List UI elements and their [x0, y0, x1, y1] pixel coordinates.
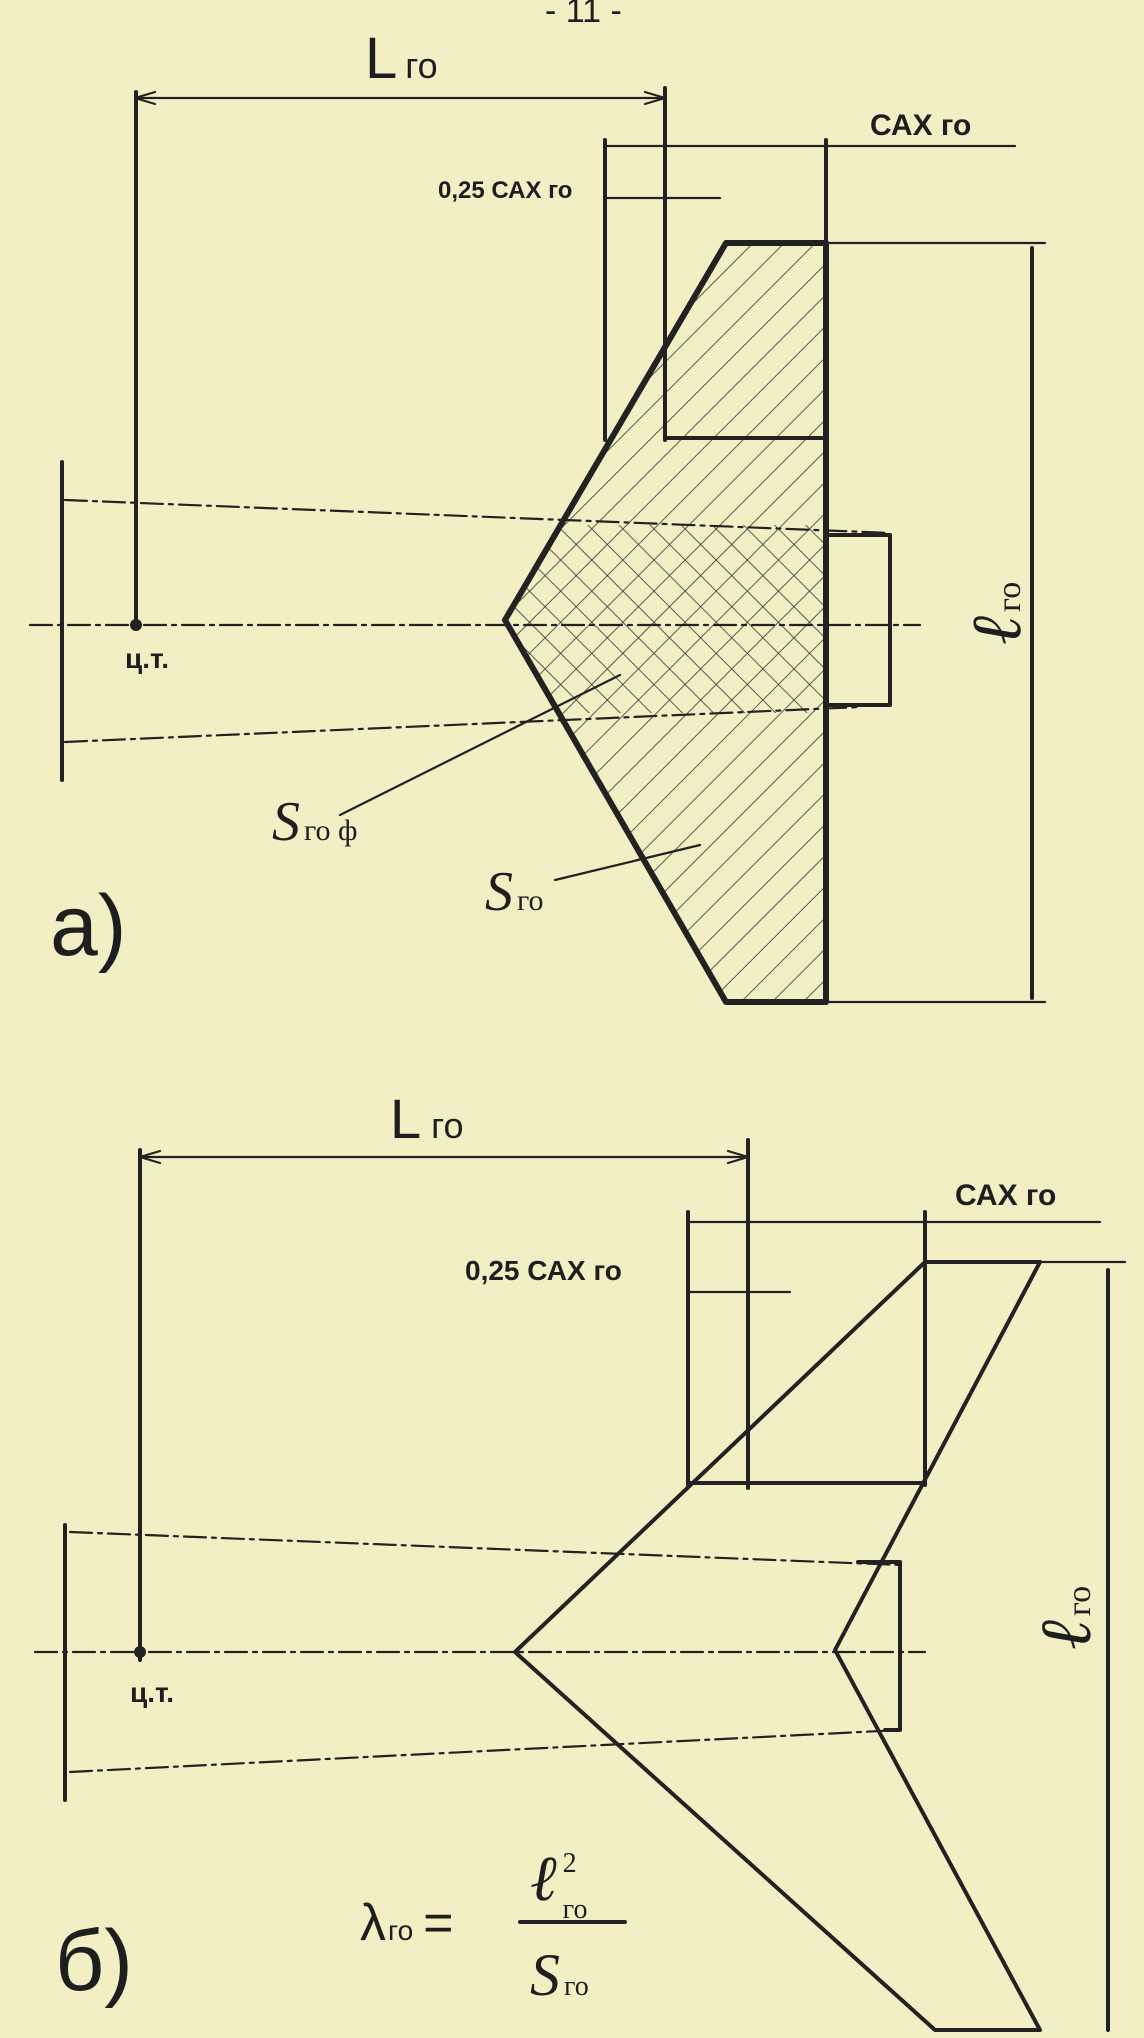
- mac-label-a: САХ го: [870, 109, 971, 142]
- quarter-mac-label-b: 0,25 САХ го: [465, 1255, 622, 1286]
- page-number: - 11 -: [545, 0, 622, 30]
- span-label-b: ℓго: [1026, 1586, 1106, 1650]
- quarter-mac-label-a: 0,25 САХ го: [438, 177, 572, 204]
- leader-area-fuselage: [338, 673, 622, 817]
- fuselage-lower-line-a: [63, 705, 862, 744]
- fuselage-tail-a: [824, 533, 892, 707]
- panel-label-a: а): [50, 878, 126, 974]
- panel-label-b: б): [55, 1913, 133, 2009]
- fuselage-upper-line-b: [68, 1530, 902, 1567]
- leader-area: [553, 843, 702, 882]
- fuselage-tail-b: [856, 1560, 902, 1732]
- cg-point-a: [130, 619, 142, 631]
- fuselage-upper-line-a: [63, 498, 892, 535]
- fuselage-overlap-area: [505, 525, 826, 713]
- cg-label-b: ц.т.: [130, 1677, 174, 1708]
- tail-planform-b: [513, 1260, 1042, 2032]
- formula-lambda: λго=: [360, 1894, 454, 1952]
- span-label-a: ℓго: [959, 582, 1036, 645]
- cg-point-b: [134, 1646, 146, 1658]
- mac-label-b: САХ го: [955, 1179, 1056, 1212]
- cg-label-a: ц.т.: [125, 643, 169, 674]
- fuselage-lower-line-b: [68, 1728, 902, 1774]
